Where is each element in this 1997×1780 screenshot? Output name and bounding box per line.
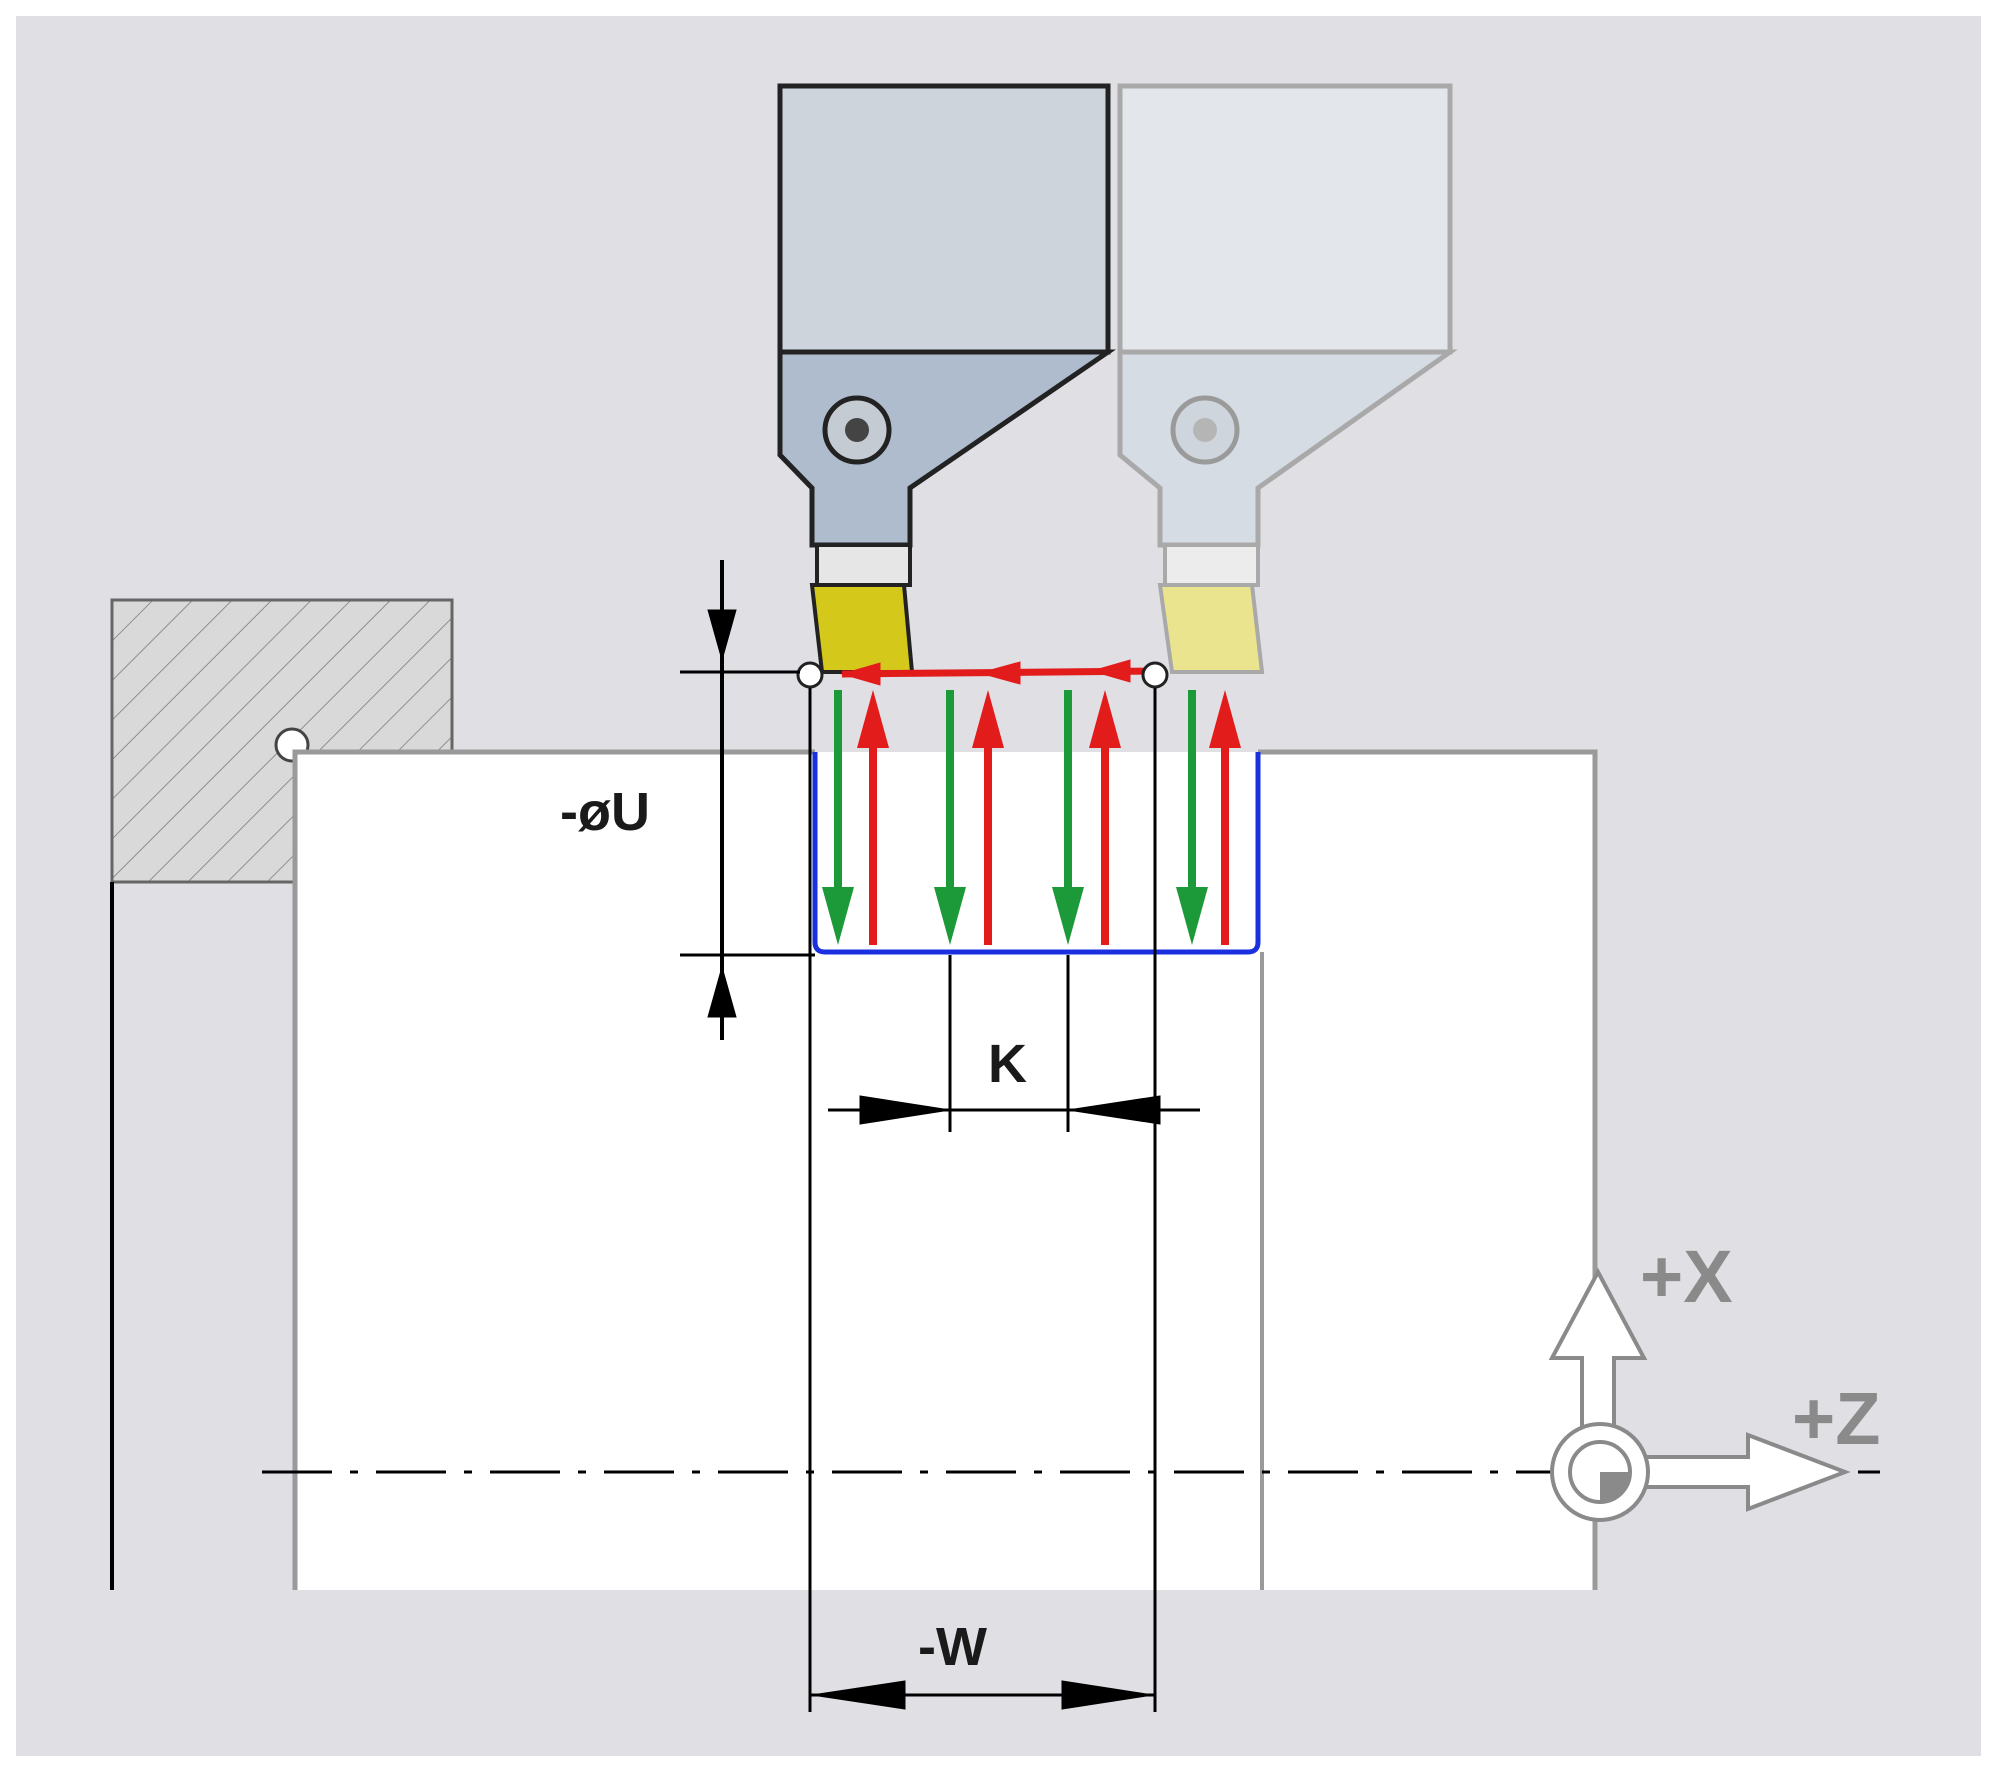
plunge-arrow-1 bbox=[822, 690, 854, 945]
retract-arrow-1 bbox=[857, 690, 889, 945]
retract-arrow-3 bbox=[1089, 690, 1121, 945]
workpiece bbox=[292, 749, 1598, 1590]
label-z-axis: +Z bbox=[1792, 1377, 1880, 1460]
dimension-w bbox=[808, 688, 1157, 1712]
label-k: K bbox=[988, 1034, 1027, 1094]
retract-arrow-2 bbox=[972, 690, 1004, 945]
retract-arrow-4 bbox=[1209, 690, 1241, 945]
coordinate-system bbox=[1548, 1267, 1851, 1522]
retract-arrows bbox=[857, 690, 1241, 945]
insert-ghost bbox=[1157, 583, 1265, 674]
plunge-arrow-4 bbox=[1176, 690, 1208, 945]
tool-start-position bbox=[777, 83, 1117, 674]
plunge-arrows bbox=[822, 690, 1208, 945]
insert bbox=[809, 583, 915, 674]
tool-end-position bbox=[1117, 83, 1458, 674]
dimension-u bbox=[680, 560, 815, 1040]
label-x-axis: +X bbox=[1640, 1235, 1733, 1318]
start-point bbox=[796, 661, 824, 689]
feed-arrows bbox=[840, 659, 1159, 686]
plunge-arrow-2 bbox=[934, 690, 966, 945]
groove-contour bbox=[812, 752, 1261, 955]
dimension-k bbox=[828, 955, 1200, 1132]
plunge-arrow-3 bbox=[1052, 690, 1084, 945]
end-point bbox=[1141, 661, 1169, 689]
label-w: -W bbox=[918, 1617, 987, 1677]
label-diameter-u: -øU bbox=[560, 782, 650, 842]
